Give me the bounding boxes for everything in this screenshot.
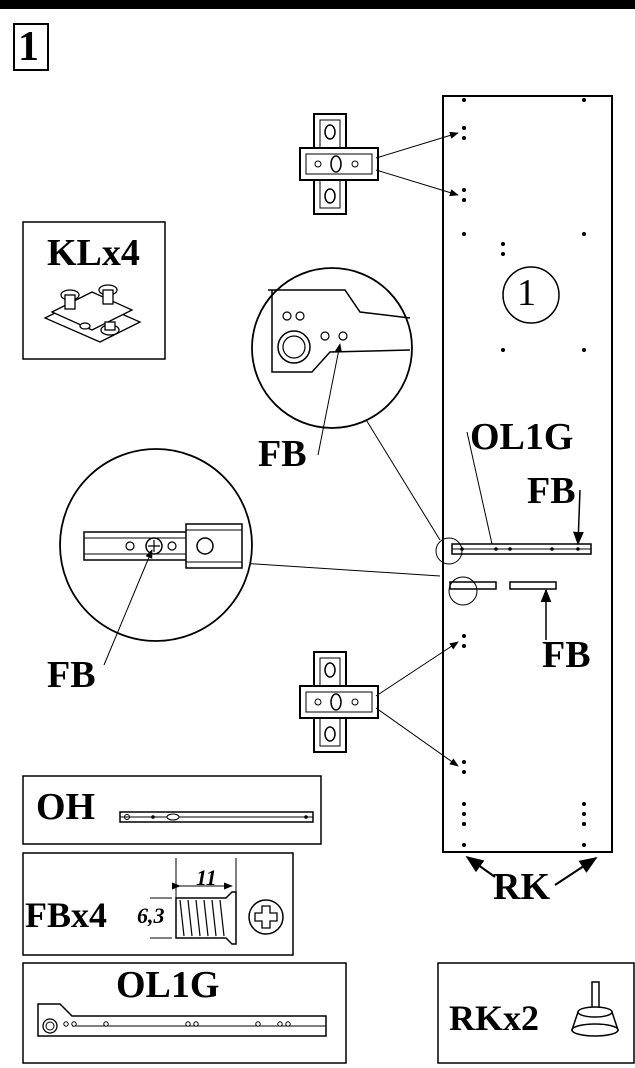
ol1g-box xyxy=(22,962,347,1064)
side-panel xyxy=(442,95,613,853)
dim-length: 11 xyxy=(196,865,217,890)
oh-label: OH xyxy=(36,786,96,828)
rk-label: RK xyxy=(493,866,550,908)
step-number: 1 xyxy=(18,24,39,70)
detail-magnifier-upper xyxy=(251,267,413,456)
panel-number-circle xyxy=(502,266,560,324)
hinge-kit-icon xyxy=(43,284,142,343)
ol1g-label: OL1G xyxy=(470,416,574,458)
fb-label-lower-left: FB xyxy=(47,654,96,696)
fb-label-lower-right: FB xyxy=(542,634,591,676)
runner-ol1g-icon xyxy=(37,1003,327,1037)
hinge-plate-icon xyxy=(299,113,379,215)
panel-number: 1 xyxy=(517,272,536,314)
mounted-runner-parts xyxy=(448,576,557,640)
drawer-runner-icon xyxy=(119,811,314,823)
fbx4-label: FBx4 xyxy=(25,895,108,935)
kl-label: KLx4 xyxy=(47,232,140,274)
mounted-runner xyxy=(435,431,592,565)
detail-magnifier-lower xyxy=(59,448,253,666)
oh-box xyxy=(22,775,322,845)
fb-label-upper: FB xyxy=(258,433,307,475)
step-number-frame xyxy=(13,23,49,71)
fb-label-right: FB xyxy=(527,470,576,512)
dim-diameter: 6,3 xyxy=(137,903,165,928)
top-bar xyxy=(0,0,635,9)
adjustable-foot-icon xyxy=(570,981,620,1037)
ol1g-box-label: OL1G xyxy=(116,964,220,1006)
hinge-plate-icon-lower xyxy=(299,651,379,753)
rkx2-label: RKx2 xyxy=(449,998,539,1038)
screw-icon xyxy=(150,858,237,945)
phillips-head-icon xyxy=(248,899,284,935)
